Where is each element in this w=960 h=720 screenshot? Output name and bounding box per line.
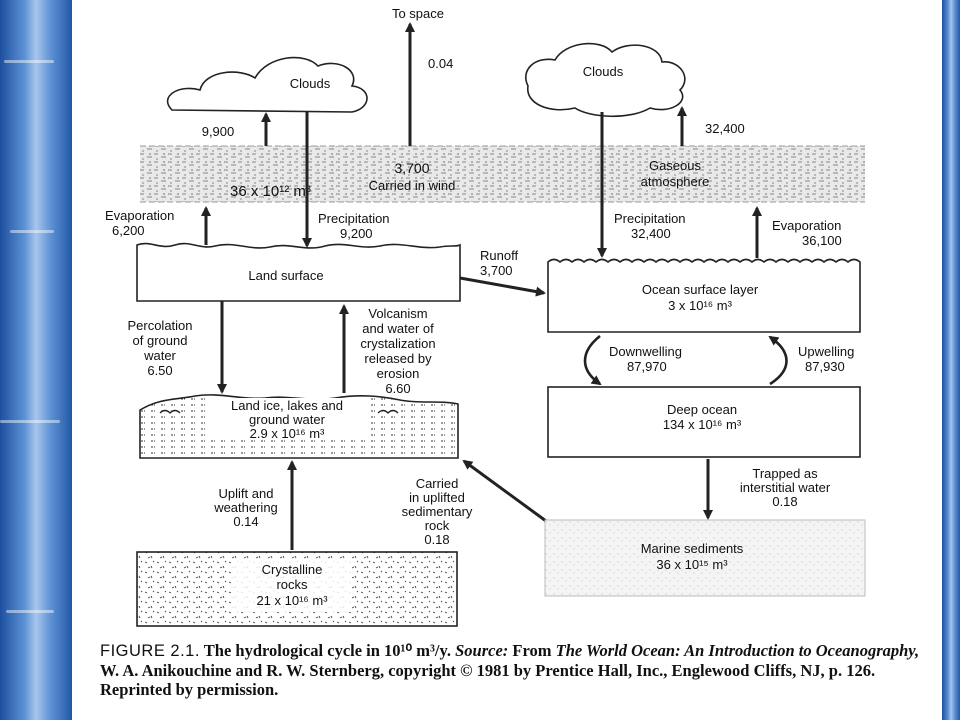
background-streak [0, 420, 60, 423]
upwelling-label: Upwelling [798, 344, 854, 359]
ocean-surface-layer-box [547, 258, 861, 333]
carried-value: 0.18 [424, 532, 449, 547]
crystalline-label-background [232, 560, 352, 612]
carried-in-wind-value: 3,700 [394, 160, 429, 176]
deep-ocean-volume: 134 x 10¹⁶ m³ [663, 417, 742, 432]
percolation-value: 6.50 [147, 363, 172, 378]
land-precipitation-label: Precipitation [318, 211, 390, 226]
carried-in-wind-label: Carried in wind [369, 178, 456, 193]
background-right-panel [942, 0, 960, 720]
carried-label-3: sedimentary [402, 504, 473, 519]
volcanism-value: 6.60 [385, 381, 410, 396]
figure-page: 36 x 10¹² m³ 3,700 Carried in wind Gaseo… [72, 0, 942, 720]
ocean-precipitation-label: Precipitation [614, 211, 686, 226]
right-clouds-label: Clouds [583, 64, 624, 79]
volcanism-label-2: and water of [362, 321, 434, 336]
land-ice-label-1: Land ice, lakes and [231, 398, 343, 413]
land-evaporation-value: 6,200 [112, 223, 145, 238]
uplift-label-1: Uplift and [219, 486, 274, 501]
marine-sediments-box [544, 519, 866, 597]
volcanism-label-4: released by [364, 351, 432, 366]
carried-uplifted-rock-arrow [462, 459, 547, 523]
ocean-surface-volume: 3 x 10¹⁶ m³ [668, 298, 733, 313]
trapped-label-1: Trapped as [752, 466, 818, 481]
upwelling-arrow [768, 335, 788, 386]
right-evap-to-clouds-value: 32,400 [705, 121, 745, 136]
land-ice-label-background [210, 398, 370, 440]
runoff-arrow [459, 276, 546, 297]
percolation-label-1: Percolation [127, 318, 192, 333]
deep-ocean-label: Deep ocean [667, 402, 737, 417]
runoff-value: 3,700 [480, 263, 513, 278]
marine-sediments-label: Marine sediments [641, 541, 744, 556]
left-clouds-label: Clouds [290, 76, 331, 91]
ocean-evaporation-value: 36,100 [802, 233, 842, 248]
runoff-label: Runoff [480, 248, 518, 263]
percolation-label-3: water [143, 348, 176, 363]
caption-text-1: The hydrological cycle in 10¹⁰ m³/y. [203, 641, 451, 660]
trapped-label-2: interstitial water [740, 480, 831, 495]
caption-source-label: Source: [455, 641, 509, 660]
land-surface-label: Land surface [248, 268, 323, 283]
land-ice-waves [159, 409, 399, 414]
volcanism-label-5: erosion [377, 366, 420, 381]
land-evaporation-label: Evaporation [105, 208, 174, 223]
atmosphere-border [140, 145, 865, 203]
left-evap-to-clouds-value: 9,900 [202, 124, 235, 139]
figure-caption: FIGURE 2.1. The hydrological cycle in 10… [100, 641, 930, 699]
background-streak [10, 230, 54, 233]
to-space-label: To space [392, 6, 444, 21]
volcanism-label-3: crystalization [360, 336, 435, 351]
volcanism-label-1: Volcanism [368, 306, 427, 321]
carried-label-4: rock [425, 518, 450, 533]
downwelling-arrow [583, 334, 602, 386]
background-left-panel [0, 0, 72, 720]
ocean-surface-label: Ocean surface layer [642, 282, 759, 297]
caption-text-2: From [512, 641, 552, 660]
land-ice-label-2: ground water [249, 412, 326, 427]
crystalline-volume: 21 x 10¹⁶ m³ [256, 593, 328, 608]
crystalline-label-1: Crystalline [262, 562, 323, 577]
carried-label-2: in uplifted [409, 490, 465, 505]
trapped-value: 0.18 [772, 494, 797, 509]
carried-label-1: Carried [416, 476, 459, 491]
downwelling-value: 87,970 [627, 359, 667, 374]
background-streak [4, 60, 54, 63]
atmosphere-volume-label: 36 x 10¹² m³ [230, 183, 311, 200]
upwelling-value: 87,930 [805, 359, 845, 374]
caption-book-title: The World Ocean: An Introduction to Ocea… [555, 641, 920, 660]
marine-sediments-volume: 36 x 10¹⁵ m³ [656, 557, 728, 572]
caption-figure-label: FIGURE 2.1. [100, 642, 200, 660]
to-space-value: 0.04 [428, 56, 453, 71]
crystalline-label-2: rocks [276, 577, 308, 592]
deep-ocean-box [547, 386, 861, 458]
atmosphere-band [140, 146, 865, 202]
caption-text-3: W. A. Anikouchine and R. W. Sternberg, c… [100, 661, 876, 699]
left-cloud-icon [166, 56, 368, 113]
background-streak [6, 610, 54, 613]
land-ice-volume: 2.9 x 10¹⁶ m³ [250, 426, 325, 441]
atmosphere-label: atmosphere [641, 174, 710, 189]
ocean-precipitation-value: 32,400 [631, 226, 671, 241]
percolation-label-2: of ground [133, 333, 188, 348]
right-cloud-icon [525, 42, 686, 118]
uplift-label-2: weathering [213, 500, 278, 515]
gaseous-label: Gaseous [649, 158, 702, 173]
hydrological-cycle-diagram: 36 x 10¹² m³ 3,700 Carried in wind Gaseo… [105, 6, 866, 627]
uplift-value: 0.14 [233, 514, 258, 529]
land-precipitation-value: 9,200 [340, 226, 373, 241]
downwelling-label: Downwelling [609, 344, 682, 359]
ocean-evaporation-label: Evaporation [772, 218, 841, 233]
